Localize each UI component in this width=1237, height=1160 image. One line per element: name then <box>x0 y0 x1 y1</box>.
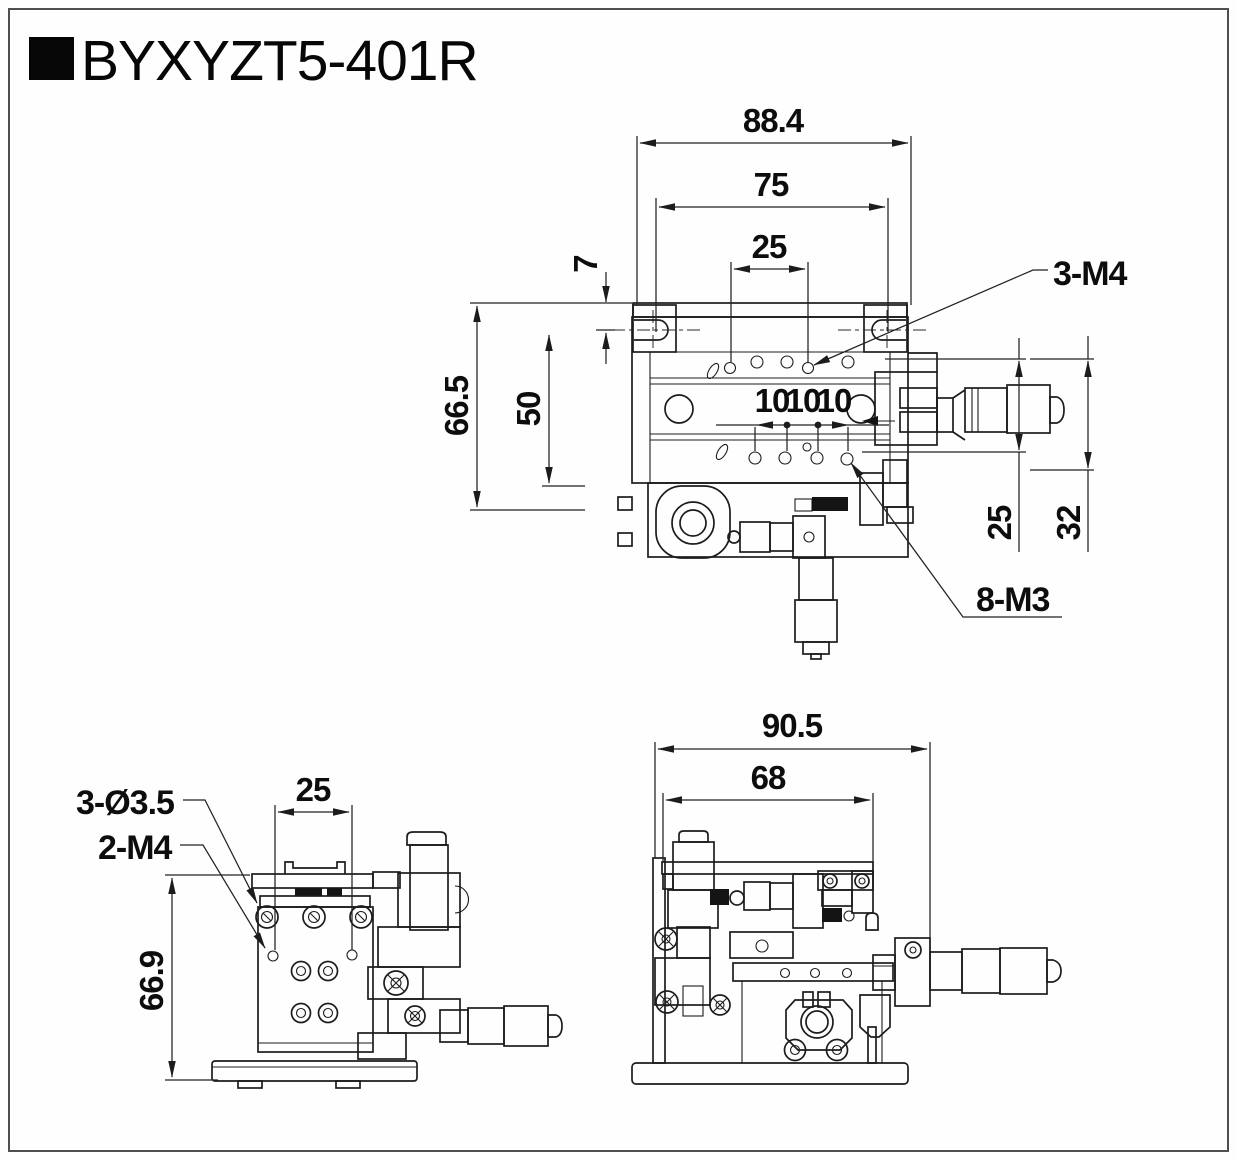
dim-top-slot-center-depth: 50 <box>510 392 547 427</box>
side-view-dimensions: 90.5 68 <box>654 707 931 950</box>
rotation-knob <box>671 501 715 545</box>
label-2-m4: 2-M4 <box>98 829 173 867</box>
dim-top-overall-depth: 66.5 <box>438 375 475 436</box>
dim-side-body-width: 68 <box>751 759 786 796</box>
top-view-leaders: 3-M4 8-M3 <box>813 255 1129 619</box>
page-title: BYXYZT5-401R <box>81 29 478 93</box>
leader-3-m4 <box>813 269 1048 366</box>
dim-top-slot-offset: 7 <box>567 255 604 272</box>
dim-top-pitch-a: 10 <box>755 382 790 419</box>
dim-top-pitch-c: 10 <box>817 382 852 419</box>
side-base <box>631 1062 909 1085</box>
label-3-d3-5: 3-Ø3.5 <box>76 784 174 822</box>
front-view-leaders: 3-Ø3.5 2-M4 <box>76 784 266 949</box>
front-view: 25 66.9 3-Ø3.5 2-M4 <box>76 771 563 1089</box>
leader-3-d3-5 <box>183 799 258 904</box>
dim-top-side-inner: 25 <box>981 505 1018 540</box>
label-8-m3: 8-M3 <box>976 581 1050 619</box>
front-micrometer-up <box>397 831 470 931</box>
side-view: 90.5 68 <box>631 707 1062 1085</box>
front-side-stack <box>357 926 461 1060</box>
dim-top-hole-span: 25 <box>752 228 787 265</box>
dim-front-hole-span: 25 <box>296 771 331 808</box>
micrometer-down <box>792 515 838 660</box>
micrometer-right <box>862 371 1065 446</box>
title-block: BYXYZT5-401R <box>29 29 479 93</box>
dim-top-overall-width: 88.4 <box>743 102 805 139</box>
leader-8-m3 <box>850 462 1062 618</box>
lower-carriage <box>617 459 914 559</box>
front-top-cap <box>251 861 401 908</box>
leader-2-m4 <box>180 844 266 949</box>
side-micrometer-up <box>667 830 719 929</box>
top-view-dimensions: 88.4 75 25 7 66.5 50 10 10 10 <box>438 102 1094 552</box>
front-plate <box>257 906 374 1053</box>
side-body <box>652 857 894 1064</box>
dim-top-side-outer: 32 <box>1050 505 1087 540</box>
side-mid-mechanism <box>654 870 879 951</box>
dim-side-overall-width: 90.5 <box>762 707 823 744</box>
front-micrometer-right <box>439 1005 563 1047</box>
stage-holes <box>706 355 855 466</box>
side-micrometer-right <box>872 937 1062 1007</box>
dim-front-overall-height: 66.9 <box>133 950 170 1011</box>
page-border <box>8 8 1229 1152</box>
front-plate-holes <box>255 905 373 1024</box>
top-view: 88.4 75 25 7 66.5 50 10 10 10 <box>438 102 1129 660</box>
side-lower-mechanism <box>655 990 891 1064</box>
front-view-dimensions: 25 66.9 <box>133 771 353 1081</box>
title-bullet-square <box>29 37 74 80</box>
front-base <box>211 1060 418 1089</box>
label-3-m4: 3-M4 <box>1053 255 1128 293</box>
dim-top-slot-span: 75 <box>754 166 789 203</box>
dim-top-pitch-b: 10 <box>786 382 821 419</box>
stage-top-plate <box>612 302 928 353</box>
micrometer-left <box>727 521 794 553</box>
